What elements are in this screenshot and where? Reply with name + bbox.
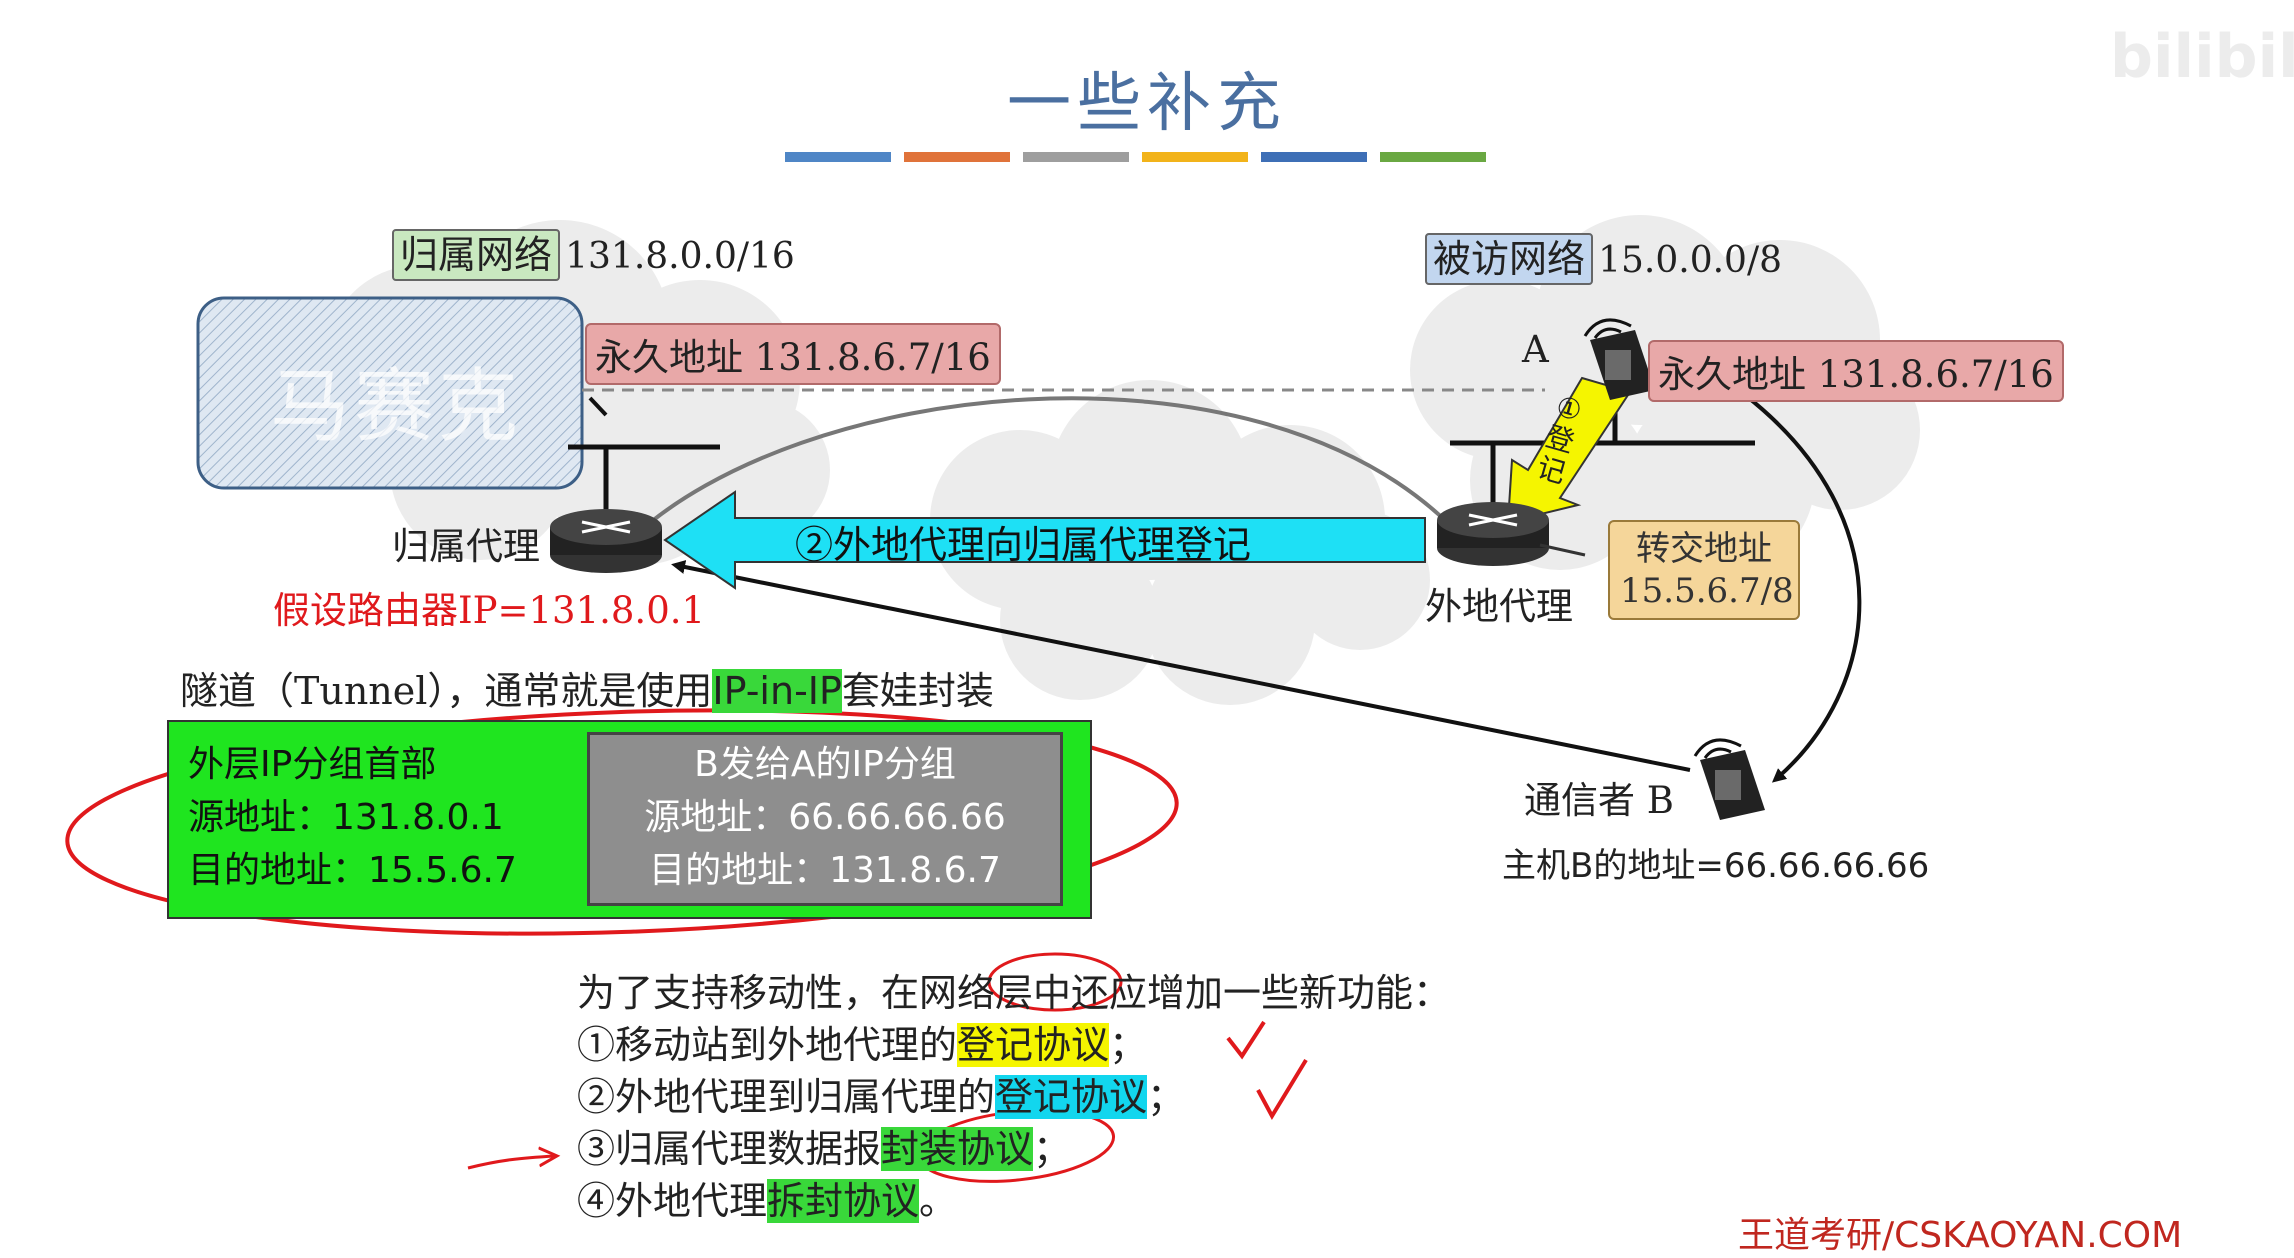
function-4-pre: ④外地代理	[577, 1179, 767, 1223]
host-b-device-icon	[1695, 740, 1765, 820]
function-4-post: 。	[919, 1179, 957, 1223]
inner-packet-heading: B发给A的IP分组	[587, 738, 1063, 791]
mobile-permanent-address: 永久地址 131.8.6.7/16	[1648, 340, 2064, 402]
home-network-cidr: 131.8.0.0/16	[565, 236, 795, 277]
footer-brand: 王道考研/CSKAOYAN.COM	[1738, 1206, 2182, 1258]
tunnel-highlight: IP-in-IP	[712, 669, 841, 713]
outer-packet-src: 源地址：131.8.0.1	[188, 791, 517, 844]
mosaic-label: 马赛克	[270, 342, 522, 458]
inner-packet-src: 源地址：66.66.66.66	[587, 791, 1063, 844]
home-agent-label: 归属代理	[392, 516, 540, 570]
correspondent-b-label: 通信者 B	[1524, 770, 1674, 824]
visited-network: 被访网络 15.0.0.0/8	[1425, 228, 1782, 283]
color-bar-5	[1261, 152, 1367, 162]
functions-intro: 为了支持移动性，在网络层中还应增加一些新功能：	[577, 962, 1451, 1017]
outer-packet-dst: 目的地址：15.5.6.7	[188, 844, 517, 897]
mobile-a-label: A	[1522, 328, 1549, 371]
tunnel-line: 隧道（Tunnel），通常就是使用IP-in-IP套娃封装	[180, 660, 994, 715]
care-of-value: 15.5.6.7/8	[1620, 570, 1788, 612]
function-1-pre: ①移动站到外地代理的	[577, 1023, 957, 1067]
color-bar-2	[904, 152, 1010, 162]
home-network-tag: 归属网络	[392, 229, 560, 281]
function-3-post: ；	[1033, 1127, 1071, 1171]
function-2-post: ；	[1147, 1075, 1185, 1119]
visited-network-cidr: 15.0.0.0/8	[1598, 240, 1782, 281]
foreign-router-icon	[1437, 502, 1549, 566]
home-permanent-address: 永久地址 131.8.6.7/16	[585, 323, 1001, 385]
inner-packet-dst: 目的地址：131.8.6.7	[587, 844, 1063, 897]
color-bar-6	[1380, 152, 1486, 162]
visited-network-tag: 被访网络	[1425, 233, 1593, 285]
page-title: 一些补充	[0, 52, 2294, 144]
function-1-post: ；	[1109, 1023, 1147, 1067]
bilibili-logo: bilibili	[2110, 22, 2294, 92]
step2-label: ②外地代理向归属代理登记	[795, 514, 1251, 569]
care-of-address-box: 转交地址 15.5.6.7/8	[1608, 520, 1800, 620]
home-network: 归属网络 131.8.0.0/16	[392, 224, 795, 279]
color-bar-4	[1142, 152, 1248, 162]
color-bar-1	[785, 152, 891, 162]
function-1-highlight: 登记协议	[957, 1023, 1109, 1067]
inner-packet-text: B发给A的IP分组 源地址：66.66.66.66 目的地址：131.8.6.7	[587, 738, 1063, 897]
red-check-2	[1258, 1060, 1306, 1116]
function-3-pre: ③归属代理数据报	[577, 1127, 881, 1171]
function-4-highlight: 拆封协议	[767, 1179, 919, 1223]
function-item-2: ②外地代理到归属代理的登记协议；	[577, 1066, 1185, 1121]
host-b-address: 主机B的地址=66.66.66.66	[1502, 838, 1929, 887]
router-ip-note: 假设路由器IP=131.8.0.1	[273, 580, 705, 634]
function-item-1: ①移动站到外地代理的登记协议；	[577, 1014, 1147, 1069]
function-3-highlight: 封装协议	[881, 1127, 1033, 1171]
foreign-agent-label: 外地代理	[1425, 576, 1573, 630]
function-2-highlight: 登记协议	[995, 1075, 1147, 1119]
color-bar-3	[1023, 152, 1129, 162]
tunnel-post: 套娃封装	[842, 669, 994, 713]
tunnel-pre: 隧道（Tunnel），通常就是使用	[180, 669, 712, 713]
outer-packet-text: 外层IP分组首部 源地址：131.8.0.1 目的地址：15.5.6.7	[188, 738, 517, 897]
function-2-pre: ②外地代理到归属代理的	[577, 1075, 995, 1119]
care-of-title: 转交地址	[1620, 528, 1788, 570]
function-item-4: ④外地代理拆封协议。	[577, 1170, 957, 1225]
outer-packet-heading: 外层IP分组首部	[188, 738, 517, 791]
red-check-1	[1228, 1022, 1264, 1056]
red-arrow-annotation	[468, 1156, 555, 1168]
home-router-icon	[550, 509, 662, 573]
function-item-3: ③归属代理数据报封装协议；	[577, 1118, 1071, 1173]
